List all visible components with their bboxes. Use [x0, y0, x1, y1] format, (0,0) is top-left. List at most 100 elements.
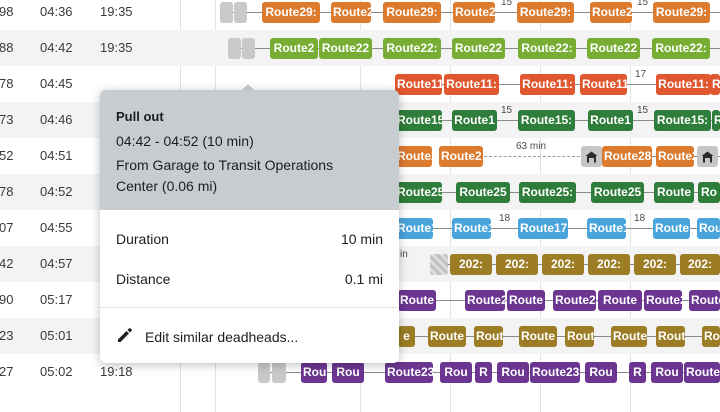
row-start-time: 04:52: [40, 184, 73, 199]
trip-block[interactable]: Route25:: [519, 182, 576, 203]
trip-block[interactable]: Route17: [395, 218, 433, 239]
trip-block[interactable]: Route1: [452, 110, 497, 131]
trip-block[interactable]: Route15:: [518, 110, 575, 131]
trip-block[interactable]: Route11:: [520, 74, 575, 95]
trip-block[interactable]: Route2: [644, 290, 682, 311]
trip-block[interactable]: Route2: [684, 362, 720, 383]
trip-block[interactable]: Route11:: [444, 74, 499, 95]
trip-block[interactable]: Route29:: [383, 2, 441, 23]
garage-icon[interactable]: [581, 146, 602, 167]
trip-block[interactable]: Route2: [439, 146, 483, 167]
trip-block[interactable]: Route1: [587, 218, 626, 239]
trip-block[interactable]: Route: [398, 290, 436, 311]
trip-block[interactable]: Route1: [588, 110, 633, 131]
trip-block[interactable]: Rou: [440, 362, 472, 383]
trip-block[interactable]: R: [710, 74, 720, 95]
trip-block[interactable]: Route11:: [656, 74, 711, 95]
deadhead-block[interactable]: [234, 2, 247, 23]
trip-block[interactable]: Route25: [456, 182, 510, 203]
trip-block[interactable]: Route2: [553, 290, 596, 311]
schedule-row[interactable]: 7804:45Route11:Route11:Route11:Route11:R…: [0, 66, 720, 102]
trip-block[interactable]: Route29:: [517, 2, 574, 23]
trip-block[interactable]: Route: [474, 326, 503, 347]
deadhead-block[interactable]: [258, 362, 270, 383]
trip-block[interactable]: Route: [507, 290, 545, 311]
deadhead-block[interactable]: [430, 254, 448, 275]
trip-block[interactable]: 202:: [634, 254, 676, 275]
trip-block[interactable]: Rou: [702, 326, 720, 347]
trip-block[interactable]: Route2: [656, 146, 694, 167]
trip-block[interactable]: Route1: [452, 218, 491, 239]
trip-block[interactable]: Route11:: [580, 74, 627, 95]
trip-block[interactable]: Route: [654, 182, 694, 203]
trip-block[interactable]: Route22:: [652, 38, 710, 59]
trip-block[interactable]: Route2: [465, 290, 505, 311]
trip-block[interactable]: Rou: [497, 362, 529, 383]
trip-block[interactable]: Rou: [332, 362, 364, 383]
trip-block[interactable]: Route: [611, 326, 647, 347]
gap-duration-label: 63 min: [516, 141, 547, 152]
trip-block[interactable]: Route: [689, 290, 720, 311]
trip-block[interactable]: Route: [598, 290, 642, 311]
trip-block[interactable]: e: [398, 326, 415, 347]
trip-block[interactable]: Route15:: [395, 110, 442, 131]
trip-block[interactable]: R: [712, 110, 720, 131]
popover-title: Pull out: [116, 109, 164, 124]
schedule-row[interactable]: 9005:17RouteRoute2RouteRoute2RouteRoute2…: [0, 282, 720, 318]
garage-icon[interactable]: [697, 146, 718, 167]
trip-block[interactable]: Route29:: [653, 2, 710, 23]
trip-block[interactable]: Route23: [530, 362, 580, 383]
deadhead-block[interactable]: [272, 362, 286, 383]
trip-block[interactable]: 202:: [680, 254, 720, 275]
trip-block[interactable]: Route: [653, 218, 690, 239]
trip-block[interactable]: Route11:: [395, 74, 442, 95]
trip-block[interactable]: Route: [656, 326, 685, 347]
trip-block[interactable]: Route22: [319, 38, 372, 59]
trip-connector-line: [398, 336, 720, 337]
trip-block[interactable]: Rou: [651, 362, 683, 383]
trip-block[interactable]: Route28:: [602, 146, 652, 167]
trip-block[interactable]: Route22: [452, 38, 505, 59]
trip-block[interactable]: Route29:: [262, 2, 320, 23]
trip-block[interactable]: Route2: [331, 2, 371, 23]
trip-block[interactable]: 202:: [588, 254, 630, 275]
trip-block[interactable]: Route22:: [518, 38, 576, 59]
trip-block[interactable]: Route: [428, 326, 466, 347]
trip-block[interactable]: Rou: [585, 362, 617, 383]
trip-block[interactable]: R: [629, 362, 646, 383]
popover-time-range: 04:42 - 04:52 (10 min): [116, 133, 254, 149]
trip-block[interactable]: Ro: [698, 182, 720, 203]
deadhead-block[interactable]: [242, 38, 255, 59]
trip-block[interactable]: 202:: [496, 254, 538, 275]
trip-block[interactable]: Route25:: [395, 182, 442, 203]
trip-block[interactable]: Rou: [301, 362, 327, 383]
trip-block[interactable]: Route22: [587, 38, 640, 59]
trip-block[interactable]: Route2: [453, 2, 495, 23]
schedule-row[interactable]: 0704:55Route17Route1Route17Route1RouteRo…: [0, 210, 720, 246]
edit-similar-deadheads-button[interactable]: Edit similar deadheads...: [116, 326, 298, 348]
trip-block[interactable]: 202:: [450, 254, 492, 275]
gap-duration-label: 18: [499, 213, 511, 224]
trip-block[interactable]: Route: [519, 326, 557, 347]
trip-block[interactable]: Route2: [590, 2, 632, 23]
trip-block[interactable]: Route28:: [395, 146, 432, 167]
deadhead-block[interactable]: [228, 38, 241, 59]
trip-block[interactable]: Route15:: [654, 110, 711, 131]
trip-block[interactable]: Route25: [591, 182, 644, 203]
trip-block[interactable]: 202:: [542, 254, 584, 275]
deadhead-block[interactable]: [220, 2, 233, 23]
popover-divider: [100, 307, 399, 308]
trip-block[interactable]: Rou: [697, 218, 720, 239]
trip-block[interactable]: Route22:: [383, 38, 441, 59]
row-number: 78: [0, 76, 14, 91]
trip-block[interactable]: Route23: [385, 362, 433, 383]
trip-block[interactable]: Route: [565, 326, 594, 347]
trip-block[interactable]: Route17: [518, 218, 568, 239]
trip-block[interactable]: Route2: [270, 38, 318, 59]
trip-block[interactable]: R: [475, 362, 492, 383]
